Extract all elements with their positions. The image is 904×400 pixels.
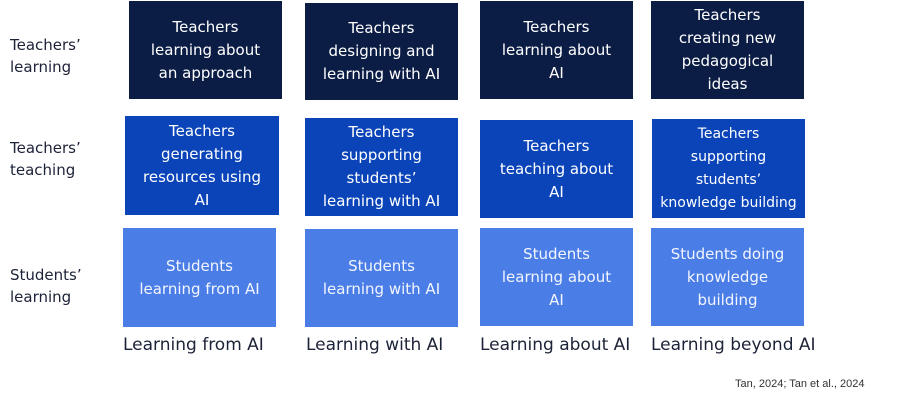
column-label-learning-from-ai: Learning from AI bbox=[123, 335, 264, 355]
row-label-teachers-teaching: Teachers’ teaching bbox=[10, 139, 81, 179]
cell-teachers-teaching-beyond-ai: Teachers supporting students’ knowledge … bbox=[652, 119, 805, 218]
cell-teachers-teaching-from-ai: Teachers generating resources using AI bbox=[125, 116, 279, 215]
cell-students-learning-beyond-ai: Students doing knowledge building bbox=[651, 228, 804, 326]
cell-teachers-learning-beyond-ai: Teachers creating new pedagogical ideas bbox=[651, 1, 804, 99]
cell-students-learning-from-ai: Students learning from AI bbox=[123, 228, 276, 327]
cell-teachers-teaching-about-ai: Teachers teaching about AI bbox=[480, 120, 633, 218]
cell-teachers-learning-from-ai: Teachers learning about an approach bbox=[129, 1, 282, 99]
cell-students-learning-with-ai: Students learning with AI bbox=[305, 229, 458, 327]
column-label-learning-about-ai: Learning about AI bbox=[480, 335, 631, 355]
cell-teachers-learning-about-ai: Teachers learning about AI bbox=[480, 1, 633, 99]
cell-teachers-teaching-with-ai: Teachers supporting students’ learning w… bbox=[305, 118, 458, 216]
column-label-learning-beyond-ai: Learning beyond AI bbox=[651, 335, 816, 355]
row-label-teachers-learning: Teachers’ learning bbox=[10, 36, 81, 76]
cell-students-learning-about-ai: Students learning about AI bbox=[480, 228, 633, 326]
cell-teachers-learning-with-ai: Teachers designing and learning with AI bbox=[305, 3, 458, 100]
column-label-learning-with-ai: Learning with AI bbox=[306, 335, 444, 355]
row-label-students-learning: Students’ learning bbox=[10, 266, 82, 306]
citation: Tan, 2024; Tan et al., 2024 bbox=[735, 378, 865, 390]
